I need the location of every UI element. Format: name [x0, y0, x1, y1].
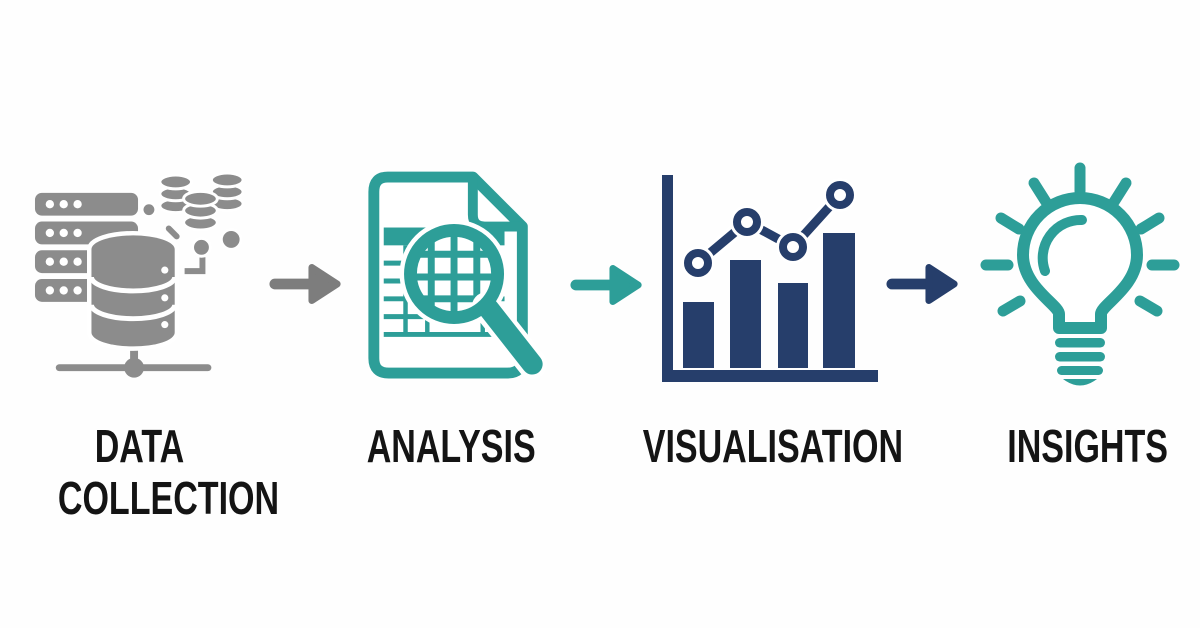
step-label-data-collection: DATA COLLECTION: [19, 420, 279, 524]
step-label-line: COLLECTION: [57, 472, 280, 524]
database-servers-icon: [33, 166, 251, 399]
arrow-right-icon: [268, 261, 346, 307]
step-label-line: DATA: [94, 420, 184, 472]
step-label-line: INSIGHTS: [1007, 420, 1169, 472]
step-label-insights: INSIGHTS: [979, 420, 1179, 472]
step-label-line: VISUALISATION: [642, 420, 904, 472]
arrow-right-icon: [569, 262, 647, 308]
arrow-right-icon: [885, 261, 963, 307]
step-label-analysis: ANALYSIS: [337, 420, 537, 472]
spreadsheet-magnifier-icon: [358, 170, 556, 388]
lightbulb-icon: [975, 158, 1185, 388]
bar-line-chart-icon: [655, 172, 885, 385]
step-label-visualisation: VISUALISATION: [597, 420, 903, 472]
step-label-line: ANALYSIS: [366, 420, 536, 472]
